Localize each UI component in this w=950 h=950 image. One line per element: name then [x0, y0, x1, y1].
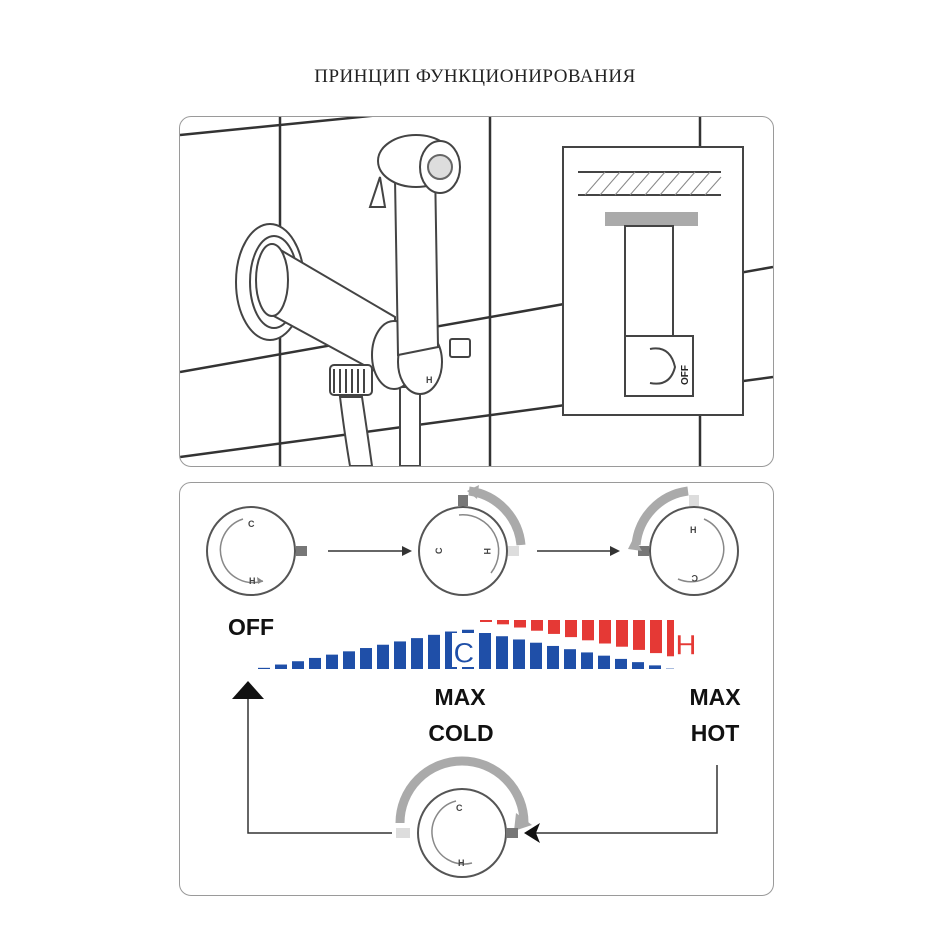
dial-hot: H C: [628, 486, 739, 596]
cold-stripe: [428, 634, 440, 669]
label-max-cold-1: MAX: [434, 684, 486, 710]
arrow-1-head: [402, 546, 412, 556]
cold-stripe: [411, 638, 423, 669]
bidet-sprayer: [368, 134, 461, 357]
cold-stripe: [615, 658, 627, 669]
cold-stripe: [343, 651, 355, 669]
label-off: OFF: [228, 614, 274, 640]
gradient-cold-letter: C: [453, 637, 475, 670]
dial-middle-cold-letter: C: [434, 547, 444, 554]
dial-return-hot-letter: H: [458, 858, 465, 868]
hot-stripe: [616, 620, 628, 647]
gradient-hot-letter: H: [675, 629, 697, 662]
hot-stripe: [582, 620, 594, 641]
hot-stripe: [565, 620, 577, 638]
cold-stripe: [292, 661, 304, 669]
dial-off-hot-letter: H: [249, 576, 256, 586]
return-arrow-head-left: [232, 681, 264, 699]
installation-illustration: C H OFF: [180, 117, 773, 466]
hot-stripe: [599, 620, 611, 644]
cold-stripe: [649, 665, 661, 669]
dial-off-cold-letter: C: [248, 519, 255, 529]
return-arrow-head-dial: [524, 823, 540, 843]
cold-stripe: [309, 657, 321, 669]
return-loop: [247, 699, 718, 834]
dial-hot-cold-letter: C: [691, 573, 698, 583]
svg-text:H: H: [426, 375, 433, 385]
dial-middle-hot-letter: H: [482, 548, 492, 555]
label-max-hot-2: HOT: [691, 720, 740, 746]
cold-stripe: [496, 636, 508, 669]
hot-stripe: [497, 620, 509, 625]
cold-stripe: [530, 642, 542, 669]
holder-inset: OFF: [562, 146, 744, 416]
hot-stripe: [633, 620, 645, 650]
cold-stripe: [377, 644, 389, 669]
cold-stripe: [394, 641, 406, 669]
hot-stripe: [514, 620, 526, 628]
inset-off-label: OFF: [680, 365, 691, 385]
hot-stripe: [548, 620, 560, 634]
dial-return-cold-letter: C: [456, 803, 463, 813]
temperature-gradient: C H: [258, 620, 698, 671]
cold-stripe: [275, 664, 287, 669]
cold-stripe: [513, 639, 525, 669]
cold-stripe: [564, 649, 576, 669]
dial-hot-hot-letter: H: [690, 525, 697, 535]
label-max-cold-2: COLD: [428, 720, 493, 746]
hot-stripe: [480, 620, 492, 622]
dial-return: C H: [395, 756, 532, 878]
cold-stripe: [598, 655, 610, 669]
label-max-hot-1: MAX: [689, 684, 741, 710]
page-title: ПРИНЦИП ФУНКЦИОНИРОВАНИЯ: [314, 66, 636, 87]
arrow-2-head: [610, 546, 620, 556]
cold-stripe: [479, 633, 491, 669]
operation-panel: C H C H H C: [179, 482, 774, 896]
cold-stripe: [326, 654, 338, 669]
cold-stripe: [547, 645, 559, 669]
cold-stripe: [258, 667, 270, 669]
operation-diagram: C H C H H C: [206, 485, 741, 878]
cold-stripe: [581, 652, 593, 669]
hot-stripe: [531, 620, 543, 631]
cold-stripe: [360, 648, 372, 669]
valve-body: [255, 243, 396, 396]
cold-stripe: [632, 662, 644, 669]
hot-stripe: [650, 620, 662, 654]
hose: [338, 386, 421, 466]
installation-illustration-panel: C H OFF: [179, 116, 774, 467]
dial-middle: C H: [418, 485, 526, 596]
dial-off: C H: [206, 506, 307, 596]
